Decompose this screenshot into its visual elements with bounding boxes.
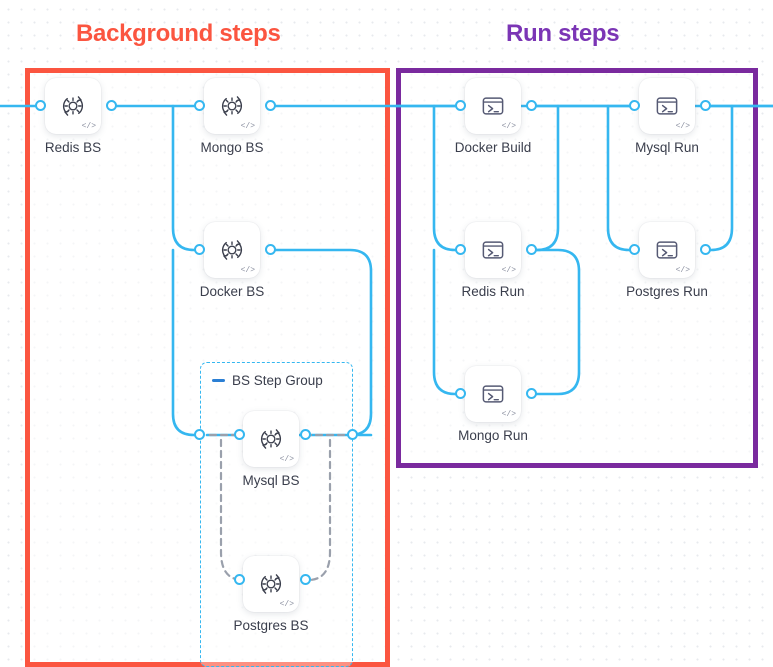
bs-step-group-header[interactable]: BS Step Group — [212, 371, 323, 389]
code-badge: </> — [501, 122, 516, 131]
run-steps-title: Run steps — [506, 20, 620, 47]
port-mysql-bs-out[interactable] — [300, 429, 311, 440]
node-label: Mongo Run — [458, 428, 528, 443]
port-redis-bs-in[interactable] — [35, 100, 46, 111]
port-mongo-bs-out[interactable] — [265, 100, 276, 111]
terminal-icon — [656, 241, 678, 259]
port-group-out[interactable] — [347, 429, 358, 440]
node-postgres-run[interactable]: </> Postgres Run — [626, 222, 708, 299]
node-mysql-bs[interactable]: </> Mysql BS — [242, 411, 300, 488]
port-postgres-bs-out[interactable] — [300, 574, 311, 585]
node-redis-bs[interactable]: </> Redis BS — [45, 78, 101, 155]
node-mysql-run[interactable]: </> Mysql Run — [635, 78, 699, 155]
gear-sync-icon — [62, 96, 84, 116]
port-redis-run-out[interactable] — [526, 244, 537, 255]
port-postgres-run-out[interactable] — [700, 244, 711, 255]
port-mongo-run-in[interactable] — [455, 388, 466, 399]
node-card[interactable]: </> — [465, 78, 521, 134]
node-card[interactable]: </> — [204, 78, 260, 134]
collapse-minus-icon[interactable] — [212, 378, 225, 382]
port-mysql-run-in[interactable] — [629, 100, 640, 111]
gear-sync-icon — [221, 240, 243, 260]
port-mongo-bs-in[interactable] — [194, 100, 205, 111]
code-badge: </> — [675, 266, 690, 275]
node-redis-run[interactable]: </> Redis Run — [461, 222, 525, 299]
node-label: Docker Build — [454, 140, 532, 155]
terminal-icon — [482, 385, 504, 403]
port-mongo-run-out[interactable] — [526, 388, 537, 399]
code-badge: </> — [279, 455, 294, 464]
code-badge: </> — [240, 122, 255, 131]
node-card[interactable]: </> — [243, 411, 299, 467]
node-card[interactable]: </> — [639, 222, 695, 278]
node-mongo-bs[interactable]: </> Mongo BS — [200, 78, 264, 155]
background-steps-title: Background steps — [76, 20, 281, 47]
node-card[interactable]: </> — [639, 78, 695, 134]
node-label: Mysql Run — [635, 140, 699, 155]
node-label: Postgres BS — [233, 618, 309, 633]
node-card[interactable]: </> — [45, 78, 101, 134]
gear-sync-icon — [221, 96, 243, 116]
node-label: Postgres Run — [626, 284, 708, 299]
port-docker-bs-in[interactable] — [194, 244, 205, 255]
terminal-icon — [656, 97, 678, 115]
port-mysql-bs-in[interactable] — [234, 429, 245, 440]
code-badge: </> — [501, 266, 516, 275]
node-mongo-run[interactable]: </> Mongo Run — [458, 366, 528, 443]
port-postgres-bs-in[interactable] — [234, 574, 245, 585]
node-label: Docker BS — [199, 284, 265, 299]
code-badge: </> — [240, 266, 255, 275]
node-label: Redis Run — [461, 284, 525, 299]
node-label: Redis BS — [44, 140, 102, 155]
bs-step-group-label: BS Step Group — [232, 372, 323, 388]
port-docker-build-in[interactable] — [455, 100, 466, 111]
node-label: Mongo BS — [200, 140, 264, 155]
port-redis-run-in[interactable] — [455, 244, 466, 255]
code-badge: </> — [675, 122, 690, 131]
node-postgres-bs[interactable]: </> Postgres BS — [233, 556, 309, 633]
run-steps-frame — [396, 68, 758, 468]
port-group-in[interactable] — [194, 429, 205, 440]
node-card[interactable]: </> — [465, 222, 521, 278]
code-badge: </> — [279, 600, 294, 609]
terminal-icon — [482, 241, 504, 259]
terminal-icon — [482, 97, 504, 115]
port-redis-bs-out[interactable] — [106, 100, 117, 111]
port-mysql-run-out[interactable] — [700, 100, 711, 111]
port-docker-bs-out[interactable] — [265, 244, 276, 255]
gear-sync-icon — [260, 429, 282, 449]
port-docker-build-out[interactable] — [526, 100, 537, 111]
node-card[interactable]: </> — [243, 556, 299, 612]
code-badge: </> — [81, 122, 96, 131]
code-badge: </> — [501, 410, 516, 419]
gear-sync-icon — [260, 574, 282, 594]
port-postgres-run-in[interactable] — [629, 244, 640, 255]
node-card[interactable]: </> — [465, 366, 521, 422]
node-card[interactable]: </> — [204, 222, 260, 278]
node-docker-bs[interactable]: </> Docker BS — [200, 222, 264, 299]
node-docker-build[interactable]: </> Docker Build — [455, 78, 531, 155]
node-label: Mysql BS — [242, 473, 300, 488]
